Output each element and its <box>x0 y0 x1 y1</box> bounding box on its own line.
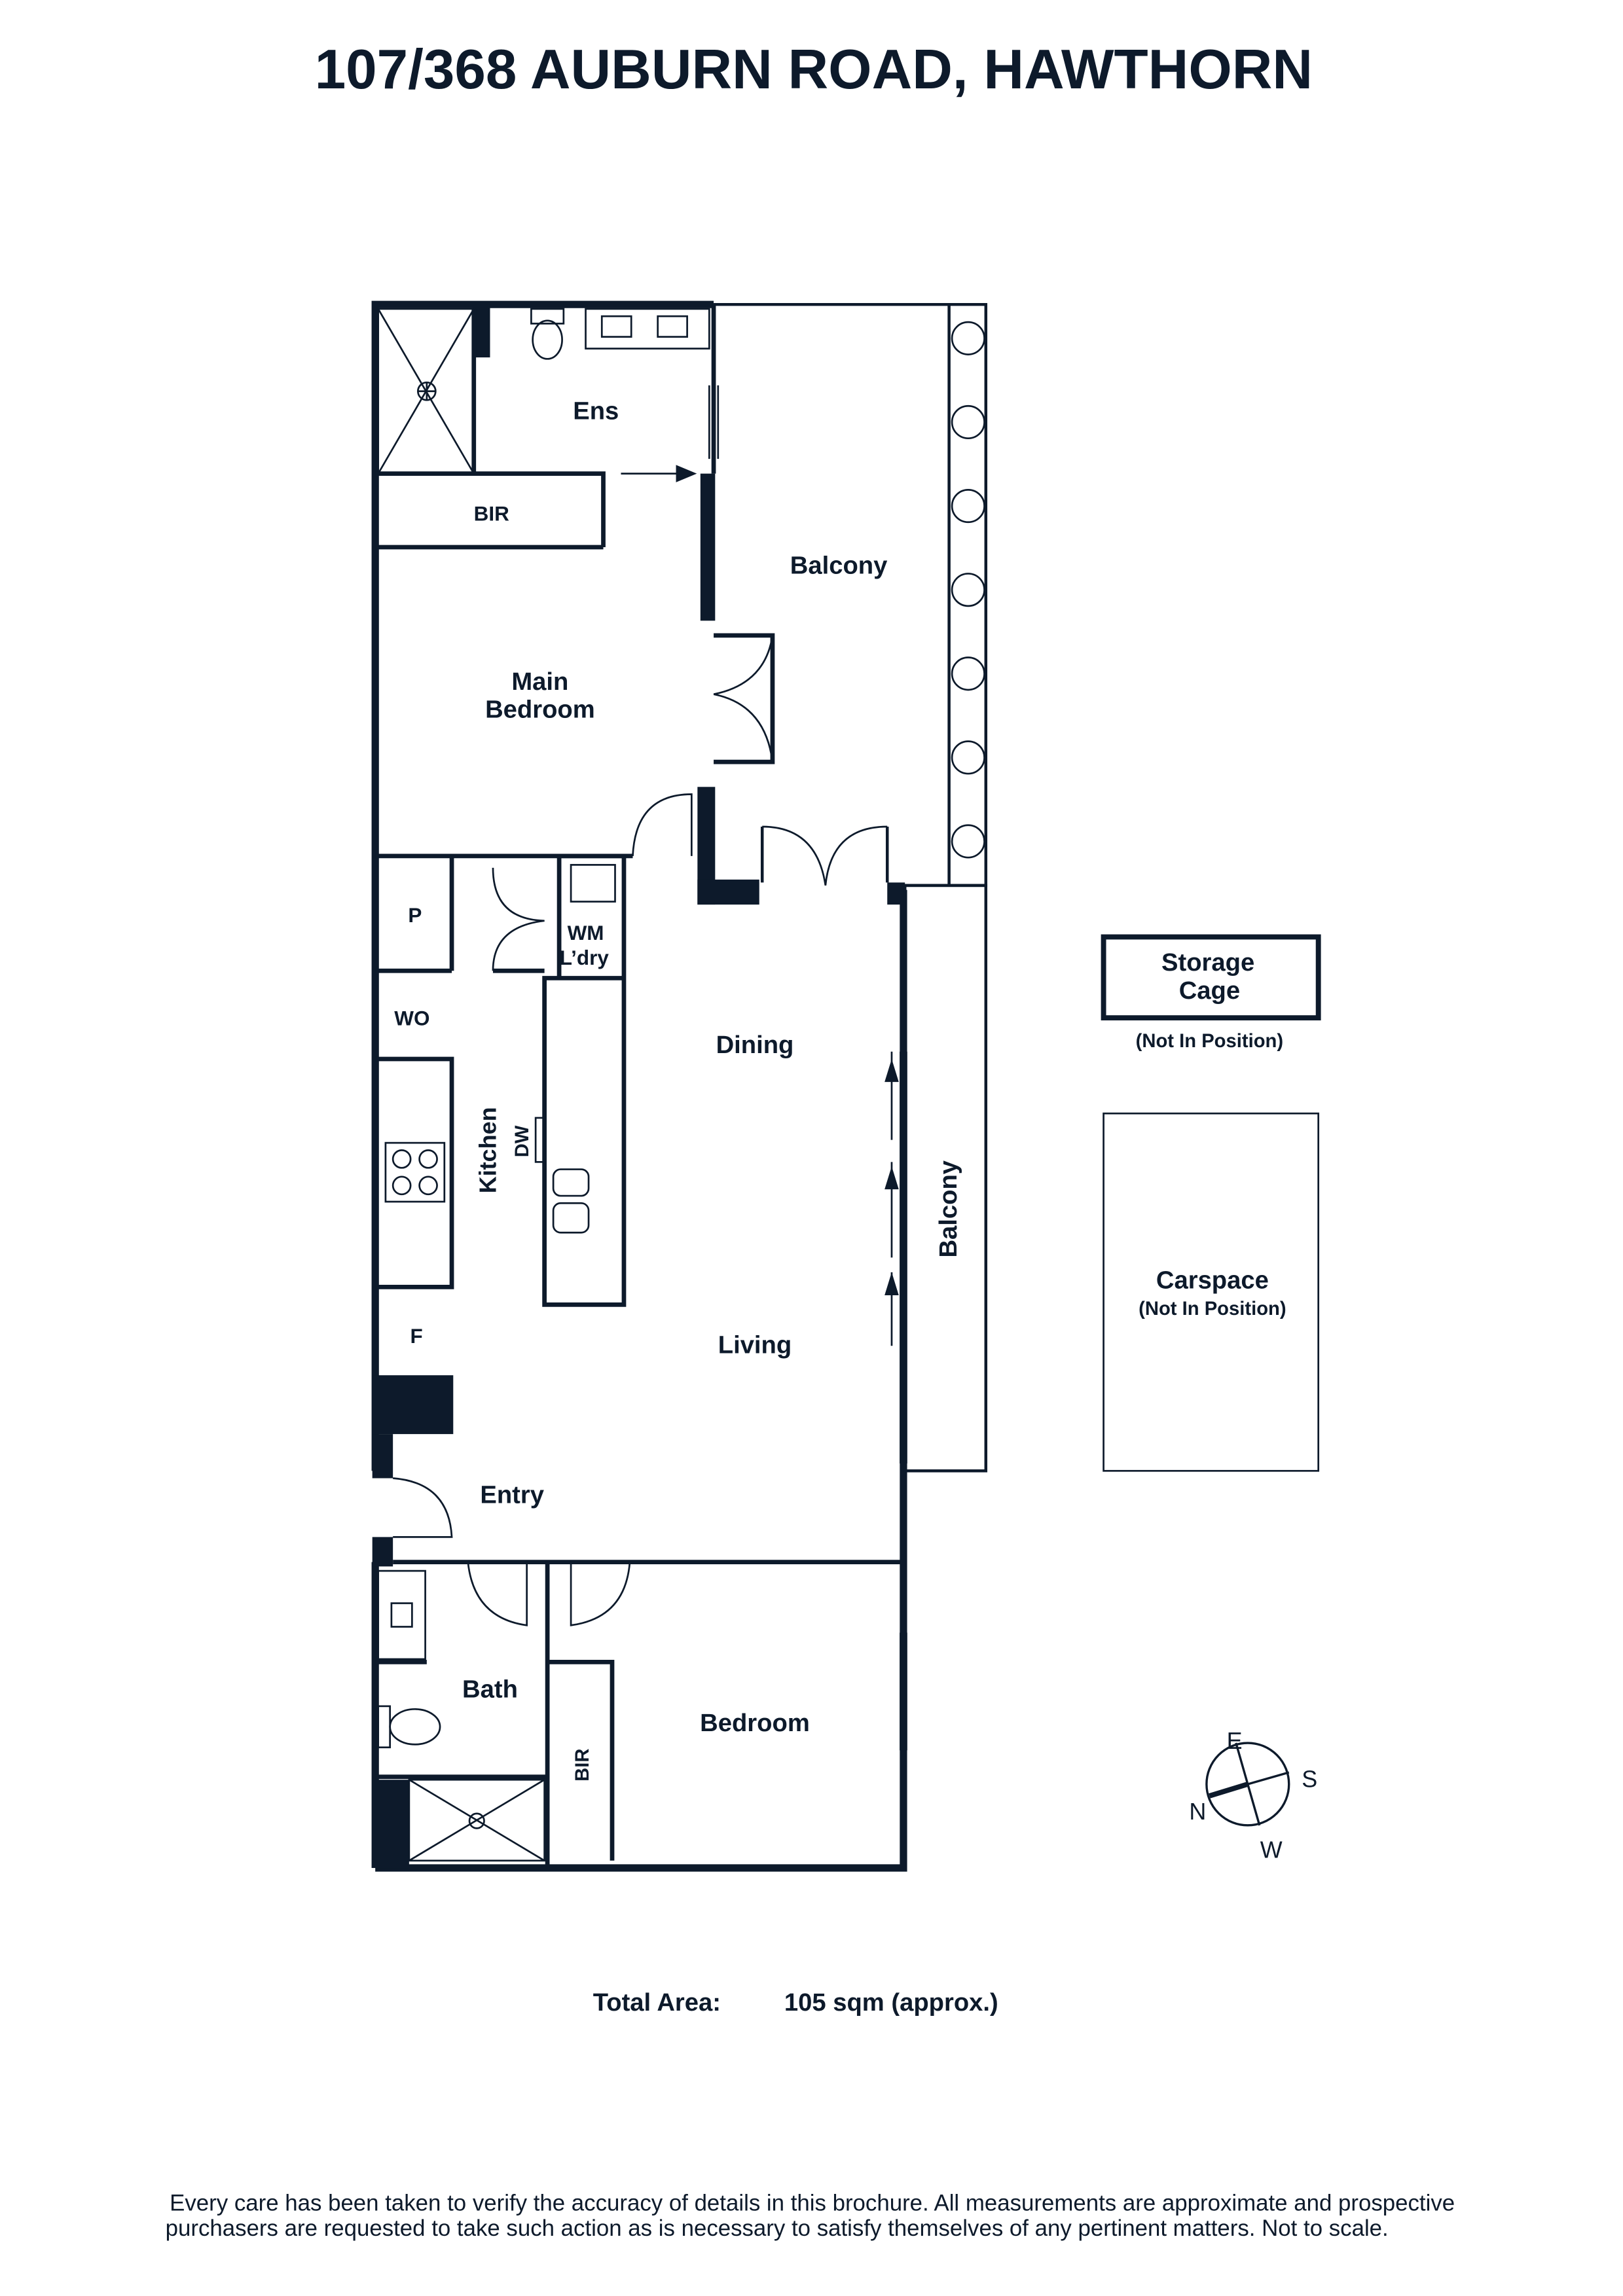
walls <box>371 300 988 1872</box>
cooktop-icon <box>384 1141 446 1203</box>
shower-icon <box>377 308 475 475</box>
label-bir-main: BIR <box>474 503 509 526</box>
compass-n: N <box>1189 1798 1206 1825</box>
label-pantry: P <box>408 904 422 927</box>
bath-vanity-icon <box>377 1570 426 1660</box>
room-labels: Ens BIR Balcony Main Bedroom P WM L’dry … <box>394 397 962 1781</box>
planter-icons <box>951 321 985 859</box>
label-bath: Bath <box>462 1675 518 1703</box>
storage-note: (Not In Position) <box>1136 1031 1283 1052</box>
doors <box>393 385 907 1751</box>
label-fridge: F <box>410 1325 422 1348</box>
floor-plan: Ens BIR Balcony Main Bedroom P WM L’dry … <box>371 300 988 1872</box>
label-balcony-side: Balcony <box>934 1160 962 1257</box>
label-bedroom: Bedroom <box>700 1709 810 1737</box>
label-dining: Dining <box>716 1031 794 1059</box>
label-laundry: L’dry <box>560 946 610 969</box>
total-area-label: Total Area: <box>593 1988 721 2017</box>
label-main-bedroom-2: Bedroom <box>485 696 595 724</box>
washing-machine-icon <box>570 864 616 903</box>
storage-label-2: Cage <box>1179 977 1240 1005</box>
compass-e: E <box>1227 1727 1243 1754</box>
label-living: Living <box>718 1331 792 1359</box>
storage-cage: Storage Cage (Not In Position) <box>1101 934 1321 1052</box>
compass-icon: E S N W <box>1189 1727 1317 1863</box>
toilet-icon <box>530 308 565 360</box>
label-ens: Ens <box>573 397 619 425</box>
label-main-bedroom: Main <box>511 668 568 696</box>
fixtures <box>377 308 985 1862</box>
total-area-value: 105 sqm (approx.) <box>784 1988 998 2017</box>
storage-label-1: Storage <box>1161 948 1254 977</box>
label-wo: WO <box>394 1007 429 1030</box>
carspace: Carspace (Not In Position) <box>1103 1112 1320 1472</box>
label-dw: DW <box>512 1125 533 1157</box>
bath-toilet-icon <box>377 1705 441 1749</box>
label-kitchen: Kitchen <box>474 1107 501 1193</box>
label-balcony-main: Balcony <box>790 551 888 579</box>
sink-icon <box>534 1117 590 1234</box>
disclaimer-line-1: Every care has been taken to verify the … <box>170 2191 1455 2216</box>
carspace-label: Carspace <box>1156 1266 1269 1295</box>
carspace-note: (Not In Position) <box>1139 1299 1286 1319</box>
label-wm: WM <box>568 922 604 944</box>
bath-shower-icon <box>408 1778 545 1862</box>
page-title: 107/368 AUBURN ROAD, HAWTHORN <box>315 39 1313 101</box>
disclaimer-line-2: purchasers are requested to take such ac… <box>166 2215 1389 2241</box>
compass-s: S <box>1302 1765 1317 1792</box>
compass-w: W <box>1260 1836 1283 1863</box>
label-bir-bedroom: BIR <box>572 1749 593 1782</box>
vanity-icon <box>585 308 710 350</box>
label-entry: Entry <box>480 1481 544 1509</box>
